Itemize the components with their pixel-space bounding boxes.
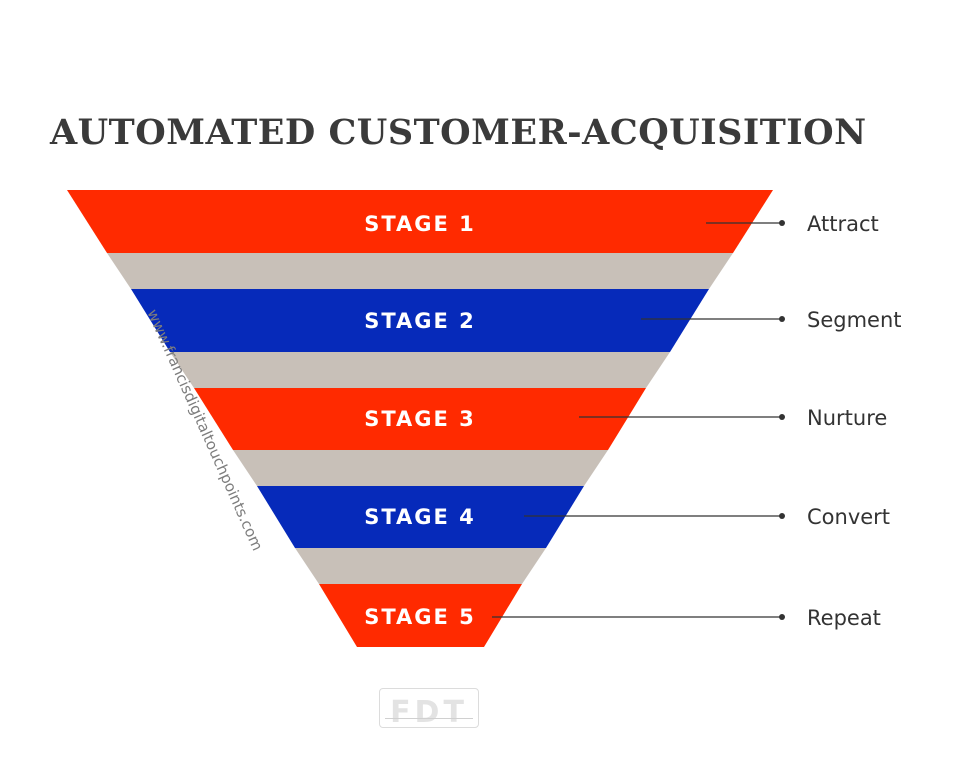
side-label-segment: Segment <box>807 308 902 332</box>
connector-3-4 <box>233 450 608 486</box>
stage-4-band <box>257 486 584 548</box>
stage-1-label: STAGE 1 <box>364 212 476 236</box>
stage-2-label: STAGE 2 <box>364 309 476 333</box>
logo-rule <box>385 717 473 719</box>
leader-dot-5 <box>779 614 785 620</box>
stage-5-band <box>319 584 522 647</box>
connector-2-3 <box>170 352 670 388</box>
connector-1-2 <box>107 253 733 289</box>
leader-dot-1 <box>779 220 785 226</box>
leader-dot-2 <box>779 316 785 322</box>
leader-dot-3 <box>779 414 785 420</box>
stage-3-label: STAGE 3 <box>364 407 476 431</box>
stage-2-band <box>131 289 709 352</box>
logo-mark: FDT <box>390 694 468 730</box>
side-label-repeat: Repeat <box>807 606 881 630</box>
side-label-convert: Convert <box>807 505 890 529</box>
stage-3-band <box>194 388 646 450</box>
leader-dot-4 <box>779 513 785 519</box>
stage-4-label: STAGE 4 <box>364 505 476 529</box>
connector-4-5 <box>295 548 546 584</box>
side-label-attract: Attract <box>807 212 879 236</box>
stage-5-label: STAGE 5 <box>364 605 476 629</box>
side-label-nurture: Nurture <box>807 406 887 430</box>
stage-1-band <box>67 190 773 253</box>
fdt-logo: FDT <box>379 688 479 728</box>
page-title: AUTOMATED CUSTOMER-ACQUISITION <box>50 112 867 153</box>
